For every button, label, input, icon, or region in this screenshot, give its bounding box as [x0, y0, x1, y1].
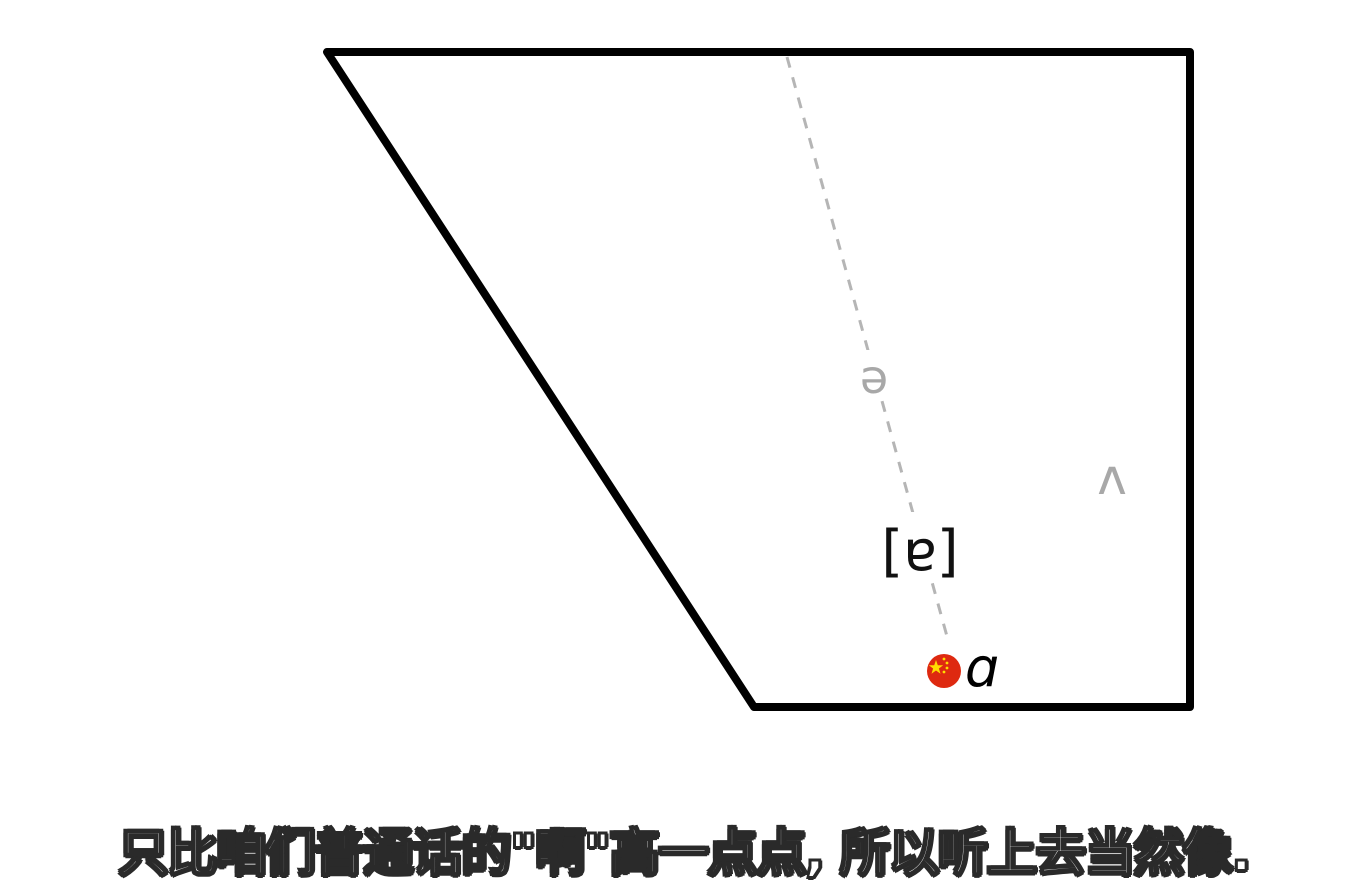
wedge-symbol: ʌ — [1097, 448, 1127, 506]
vowel-trapezoid — [323, 48, 1194, 711]
open-back-vowel-symbol: ɑ — [965, 636, 999, 699]
near-open-label-backdrop — [884, 512, 956, 578]
subtitle-caption: 只比咱们普通话的"啊"高一点点, 所以听上去当然像. — [117, 823, 1252, 883]
schwa-symbol: ə — [860, 350, 888, 404]
china-flag-icon — [927, 654, 961, 688]
near-open-vowel-symbol: [ɐ] — [881, 519, 958, 584]
schwa-label-backdrop — [852, 350, 896, 400]
